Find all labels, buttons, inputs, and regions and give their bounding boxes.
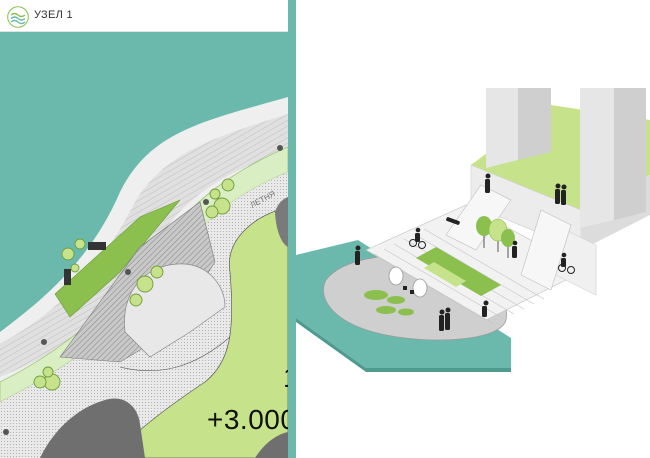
lamp-post	[277, 145, 283, 151]
site-plan: ЛЕТНЯ 1 +3.000	[0, 32, 288, 458]
lamp-post	[3, 429, 9, 435]
road-area-corner	[255, 432, 288, 458]
iso-water-edge	[296, 318, 511, 372]
iso-trees	[476, 216, 515, 258]
iso-benches	[403, 286, 414, 294]
panel-divider	[288, 0, 296, 458]
iso-tower-right	[580, 88, 646, 228]
main-lawn	[109, 206, 288, 458]
iso-green-steps-2	[424, 262, 466, 287]
iso-stair-flight	[445, 184, 572, 291]
road-area-top	[275, 197, 288, 247]
tree-cluster	[33, 178, 235, 391]
iso-green-steps	[416, 247, 501, 296]
lamp-post	[41, 339, 47, 345]
bench	[88, 242, 106, 250]
waves-logo-icon	[7, 6, 29, 28]
elevation-mark-short: 1	[283, 362, 288, 394]
page-title: УЗЕЛ 1	[34, 9, 73, 21]
dark-lawn-wedge	[54, 199, 181, 318]
outline-curve	[119, 336, 231, 372]
iso-green-pads	[364, 290, 414, 316]
isometric-view	[296, 0, 650, 458]
iso-tunnel-left	[388, 266, 404, 286]
iso-tunnel-right	[412, 278, 428, 298]
iso-bikes	[409, 239, 575, 274]
elevation-mark: +3.000	[207, 404, 288, 435]
lamp-post	[203, 199, 209, 205]
road-area-bottom	[40, 398, 145, 458]
iso-tower-left	[486, 88, 551, 168]
bench	[64, 269, 71, 285]
header-bar: УЗЕЛ 1	[0, 0, 288, 32]
lamp-post	[125, 269, 131, 275]
